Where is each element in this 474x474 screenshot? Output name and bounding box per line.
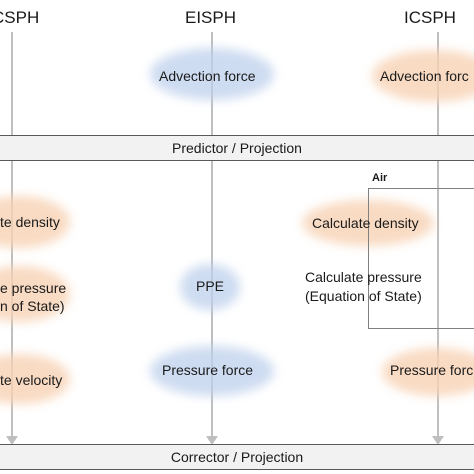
corrector-band: Corrector / Projection <box>0 444 474 470</box>
air-label: Air <box>372 172 388 184</box>
csph-arrowhead <box>6 436 18 445</box>
eisph-pressure-force-highlight <box>150 346 274 396</box>
icsph-pressure-step-line2: (Equation of State) <box>305 288 422 304</box>
icsph-advection-highlight <box>372 50 474 102</box>
csph-pressure-step-line1: e pressure <box>0 280 67 296</box>
eisph-ppe-step: PPE <box>196 278 225 294</box>
eisph-advection-highlight <box>150 48 274 100</box>
eisph-advection-step: Advection force <box>159 68 256 84</box>
corrector-label: Corrector / Projection <box>170 449 304 465</box>
icsph-advection-step: Advection forc <box>380 68 469 84</box>
icsph-pressure-force-step: Pressure forc <box>390 362 474 378</box>
eisph-arrowhead <box>206 436 218 445</box>
air-phase-box <box>368 188 474 329</box>
icsph-pressure-step-line1: Calculate pressure <box>305 269 422 285</box>
csph-pressure-step-line2: n of State) <box>0 298 65 314</box>
eisph-title: EISPH <box>185 8 237 27</box>
icsph-title: ICSPH <box>404 8 456 27</box>
eisph-ppe-highlight <box>180 264 240 310</box>
csph-velocity-step: te velocity <box>0 372 63 388</box>
icsph-pressure-force-highlight <box>382 348 474 396</box>
csph-density-step: te density <box>0 214 60 230</box>
icsph-flow-line <box>437 32 439 438</box>
icsph-arrowhead <box>432 436 444 445</box>
predictor-band: Predictor / Projection <box>0 135 474 161</box>
icsph-density-step: Calculate density <box>312 215 419 231</box>
eisph-flow-line <box>211 32 213 438</box>
eisph-pressure-force-step: Pressure force <box>162 362 254 378</box>
predictor-label: Predictor / Projection <box>172 140 302 156</box>
csph-title: CSPH <box>0 8 40 27</box>
